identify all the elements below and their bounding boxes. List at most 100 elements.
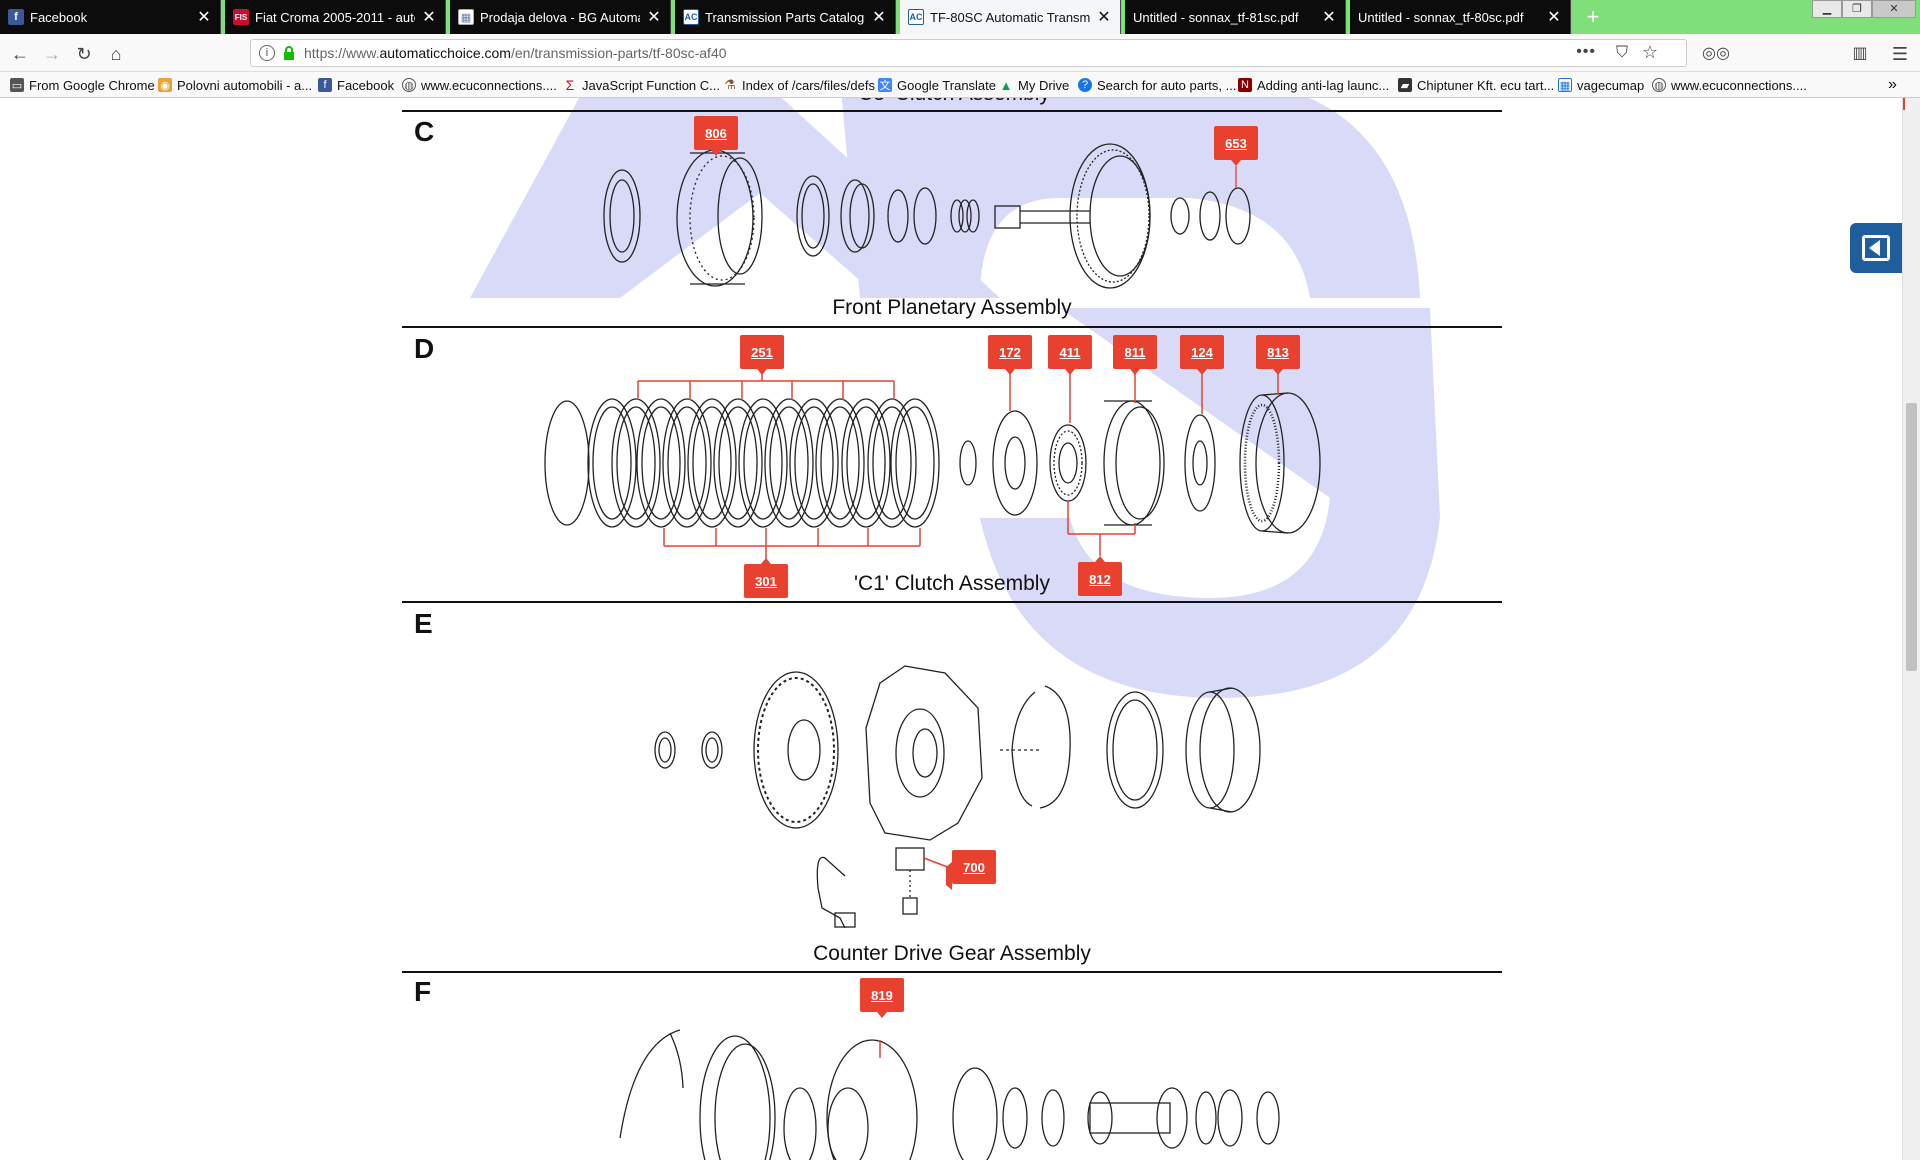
- close-icon[interactable]: ✕: [422, 9, 436, 26]
- tab-title: Untitled - sonnax_tf-80sc.pdf: [1358, 9, 1524, 25]
- drive-icon: ▲: [999, 77, 1013, 93]
- watermark-logo: [470, 98, 1440, 698]
- minimize-button[interactable]: ▁: [1812, 0, 1842, 18]
- bookmarks-toolbar: ▭From Google Chrome ◉Polovni automobili …: [0, 72, 1920, 98]
- home-button[interactable]: ⌂: [110, 44, 122, 64]
- scrollbar-thumb[interactable]: [1906, 403, 1917, 671]
- tab-title: Prodaja delova - BG Automatik: [480, 9, 640, 25]
- part-callout-653[interactable]: 653: [1214, 126, 1258, 166]
- new-tab-button[interactable]: +: [1586, 4, 1600, 29]
- tab-sonnax-tf80sc-pdf[interactable]: Untitled - sonnax_tf-80sc.pdf ✕: [1350, 0, 1571, 34]
- menu-icon[interactable]: ☰: [1891, 44, 1909, 64]
- section-letter-f: F: [414, 976, 432, 1007]
- window-close-button[interactable]: ✕: [1872, 0, 1916, 18]
- bookmark-index-of-defs[interactable]: ⚗Index of /cars/files/defs: [724, 77, 875, 93]
- tab-title: Facebook: [30, 9, 88, 25]
- url-text[interactable]: https://www.automaticchoice.com/en/trans…: [304, 45, 727, 61]
- bookmark-polovni-automobili[interactable]: ◉Polovni automobili - a...: [158, 76, 312, 94]
- part-callout-124[interactable]: 124: [1180, 335, 1224, 375]
- folder-icon: ▭: [10, 78, 24, 92]
- more-actions-icon[interactable]: •••: [1576, 43, 1596, 60]
- tab-title: TF-80SC Automatic Transmissi: [930, 9, 1090, 25]
- close-icon[interactable]: ✕: [647, 9, 661, 26]
- collapse-panel-button[interactable]: [1850, 223, 1902, 273]
- tab-facebook[interactable]: f Facebook ✕: [0, 0, 221, 34]
- bookmark-ecuconnections-2[interactable]: ◍www.ecuconnections....: [1652, 76, 1807, 94]
- bookmarks-overflow-icon[interactable]: »: [1888, 76, 1897, 93]
- section-f-drawing: [619, 1029, 1280, 1160]
- section-title-c: Front Planetary Assembly: [832, 296, 1072, 319]
- tab-fiat-croma[interactable]: FIS Fiat Croma 2005-2011 - automa ✕: [225, 0, 446, 34]
- close-icon[interactable]: ✕: [197, 9, 211, 26]
- exploded-diagram: [544, 143, 1321, 1160]
- bookmark-ecuconnections-1[interactable]: ◍www.ecuconnections....: [402, 76, 557, 94]
- part-callout-811[interactable]: 811: [1113, 335, 1157, 375]
- reader-glasses-icon[interactable]: ◎◎: [1702, 45, 1730, 62]
- sidebar-icon[interactable]: ▥: [1852, 45, 1868, 62]
- section-letter-e: E: [414, 608, 433, 639]
- tab-title: Transmission Parts Catalogue -: [705, 9, 865, 25]
- close-icon[interactable]: ✕: [872, 9, 886, 26]
- chip-icon: ▰: [1398, 78, 1412, 92]
- part-callout-812[interactable]: 812: [1078, 556, 1122, 596]
- section-letter-d: D: [414, 333, 435, 364]
- translate-icon: 文: [878, 78, 892, 92]
- automaticchoice-icon: AC: [908, 9, 924, 25]
- section-title-e: Counter Drive Gear Assembly: [813, 942, 1091, 965]
- address-bar[interactable]: i https://www.automaticchoice.com/en/tra…: [250, 39, 1687, 67]
- forward-button[interactable]: →: [43, 44, 61, 64]
- bookmark-vagecumap[interactable]: ▦vagecumap: [1558, 77, 1645, 93]
- leader-lines-d: [637, 363, 1279, 559]
- map-icon: ▦: [1558, 78, 1572, 92]
- part-callout-806[interactable]: 806: [694, 116, 738, 156]
- tab-strip: f Facebook ✕ FIS Fiat Croma 2005-2011 - …: [0, 0, 1920, 34]
- section-title-d: 'C1' Clutch Assembly: [854, 572, 1050, 595]
- car-icon: ◉: [158, 78, 172, 92]
- reload-button[interactable]: ↻: [76, 44, 92, 64]
- section-title-c3: 'C3' Clutch Assembly: [402, 98, 1502, 106]
- close-icon[interactable]: ✕: [1547, 9, 1561, 26]
- part-callout-251[interactable]: 251: [740, 335, 784, 375]
- globe-icon: ◍: [1652, 78, 1666, 92]
- bookmark-from-google-chrome[interactable]: ▭From Google Chrome: [10, 77, 155, 93]
- page-content: 'C3' Clutch Assembly C 806 653 Front Pla…: [0, 98, 1902, 1160]
- search-site-icon: ?: [1078, 78, 1092, 92]
- back-button[interactable]: ←: [11, 44, 29, 64]
- tab-prodaja-delova[interactable]: ▦ Prodaja delova - BG Automatik ✕: [450, 0, 671, 34]
- info-icon[interactable]: i: [259, 45, 275, 61]
- part-callout-819[interactable]: 819: [860, 978, 904, 1018]
- collapse-left-icon: [1862, 235, 1890, 261]
- section-letter-c: C: [414, 116, 435, 147]
- part-callout-172[interactable]: 172: [988, 335, 1032, 375]
- part-callout-411[interactable]: 411: [1048, 335, 1092, 375]
- part-callout-700[interactable]: 700: [946, 850, 996, 890]
- bookmark-chiptuner[interactable]: ▰Chiptuner Kft. ecu tart...: [1398, 76, 1554, 94]
- tab-tf80sc-active[interactable]: AC TF-80SC Automatic Transmissi ✕: [900, 0, 1121, 34]
- part-callout-813[interactable]: 813: [1256, 335, 1300, 375]
- pocket-icon[interactable]: ⛉: [1615, 44, 1628, 61]
- section-divider: [402, 601, 1502, 603]
- globe-icon: ◍: [402, 78, 416, 92]
- restore-button[interactable]: ❐: [1842, 0, 1872, 18]
- bookmark-star-icon[interactable]: ☆: [1641, 42, 1658, 62]
- tab-sonnax-tf81sc-pdf[interactable]: Untitled - sonnax_tf-81sc.pdf ✕: [1125, 0, 1346, 34]
- close-icon[interactable]: ✕: [1322, 9, 1336, 26]
- tab-transmission-parts-catalogue[interactable]: AC Transmission Parts Catalogue - ✕: [675, 0, 896, 34]
- close-icon[interactable]: ✕: [1097, 9, 1111, 26]
- part-callout-301[interactable]: 301: [744, 558, 788, 598]
- bookmark-my-drive[interactable]: ▲My Drive: [999, 77, 1070, 93]
- bookmark-search-auto-parts[interactable]: ?Search for auto parts, ...: [1078, 76, 1236, 94]
- sigma-icon: Σ: [565, 77, 575, 93]
- page-icon: ▦: [458, 9, 474, 25]
- section-divider: [402, 326, 1502, 328]
- tab-title: Untitled - sonnax_tf-81sc.pdf: [1133, 9, 1299, 25]
- counter-drive-drawing: [654, 665, 1261, 929]
- section-divider: [402, 971, 1502, 973]
- automaticchoice-icon: AC: [683, 9, 699, 25]
- facebook-icon: f: [8, 9, 24, 25]
- vertical-scrollbar[interactable]: [1902, 98, 1920, 1160]
